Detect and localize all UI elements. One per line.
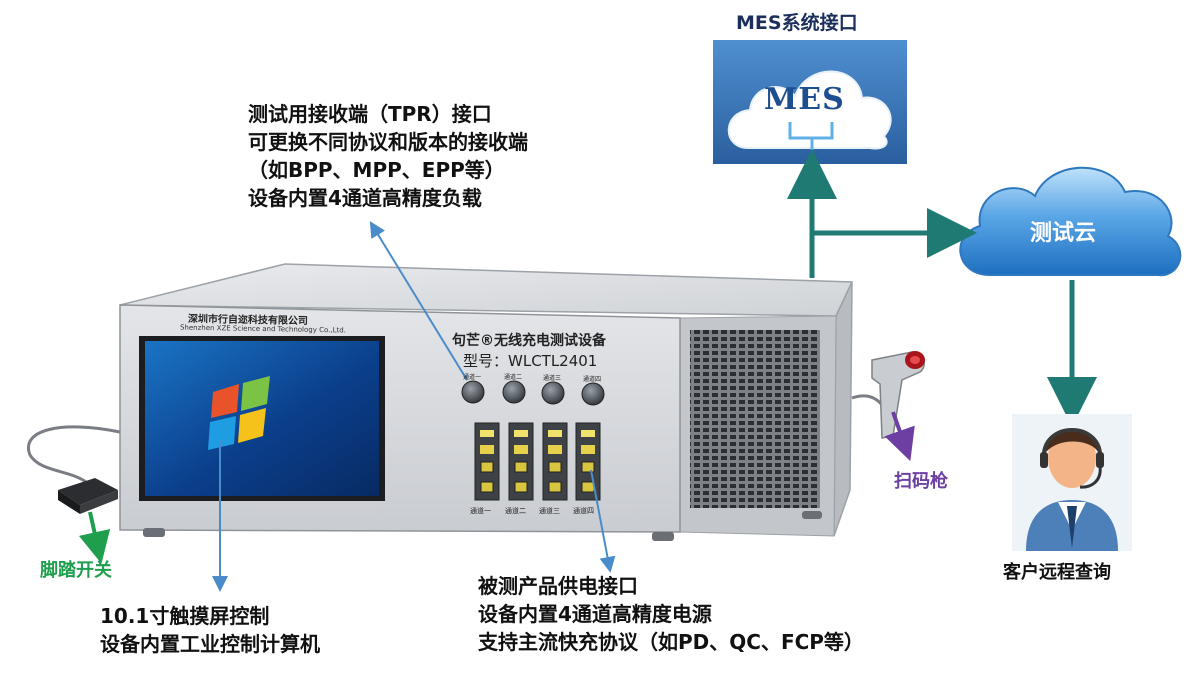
callout-tpr: 测试用接收端（TPR）接口 可更换不同协议和版本的接收端 （如BPP、MPP、E…	[248, 100, 528, 212]
callout-power-line-2: 设备内置4通道高精度电源	[478, 602, 712, 626]
pointer-power	[590, 469, 616, 573]
foot-switch-label: 脚踏开关	[40, 560, 112, 581]
barcode-scanner-label: 扫码枪	[894, 471, 948, 492]
knob-4	[581, 382, 605, 406]
callout-tpr-line-1: 测试用接收端（TPR）接口	[248, 102, 492, 126]
product-name: 句芒®无线充电测试设备	[452, 333, 606, 349]
callout-tpr-line-3: （如BPP、MPP、EPP等）	[248, 158, 505, 182]
network-connectors	[787, 149, 1097, 427]
power-channel-ports	[474, 422, 601, 501]
foot-switch-arrow	[78, 511, 111, 564]
channel-label-4: 通道四	[573, 507, 594, 515]
callout-power-line-1: 被测产品供电接口	[478, 574, 638, 598]
channel-label-1: 通道一	[470, 507, 491, 515]
callout-power-line-3: 支持主流快充协议（如PD、QC、FCP等）	[478, 630, 864, 654]
scanner-arrow	[884, 411, 915, 462]
channel-label-2: 通道二	[505, 507, 526, 515]
mes-title: MES系统接口	[736, 12, 858, 34]
callout-screen-line-2: 设备内置工业控制计算机	[100, 632, 320, 656]
knob-label-1: 通道一	[463, 374, 482, 381]
knob-2	[502, 380, 526, 404]
callout-tpr-line-2: 可更换不同协议和版本的接收端	[248, 130, 528, 154]
windows-logo-icon	[208, 376, 270, 450]
callout-screen-line-1: 10.1寸触摸屏控制	[100, 604, 270, 628]
knob-label-2: 通道二	[504, 374, 523, 381]
product-model: 型号：WLCTL2401	[463, 352, 598, 370]
callout-power: 被测产品供电接口 设备内置4通道高精度电源 支持主流快充协议（如PD、QC、FC…	[478, 572, 864, 656]
callout-screen: 10.1寸触摸屏控制 设备内置工业控制计算机	[100, 602, 320, 658]
channel-knobs	[461, 380, 605, 406]
knob-1	[461, 380, 485, 404]
mes-box	[713, 40, 907, 164]
knob-3	[541, 381, 565, 405]
pointer-tpr	[369, 221, 468, 381]
callout-tpr-line-4: 设备内置4通道高精度负载	[248, 186, 482, 210]
customer-query-label: 客户远程查询	[1003, 562, 1111, 583]
knob-label-4: 通道四	[583, 376, 602, 383]
knob-label-3: 通道三	[543, 375, 562, 382]
foot-switch-icon	[27, 425, 121, 514]
channel-label-3: 通道三	[539, 507, 560, 515]
customer-agent-icon	[1012, 414, 1132, 551]
callout-pointers	[212, 221, 616, 592]
test-equipment	[119, 263, 854, 541]
mes-logo-text: MES	[764, 82, 845, 117]
barcode-scanner-icon	[851, 351, 925, 439]
test-cloud-label: 测试云	[1030, 221, 1097, 246]
